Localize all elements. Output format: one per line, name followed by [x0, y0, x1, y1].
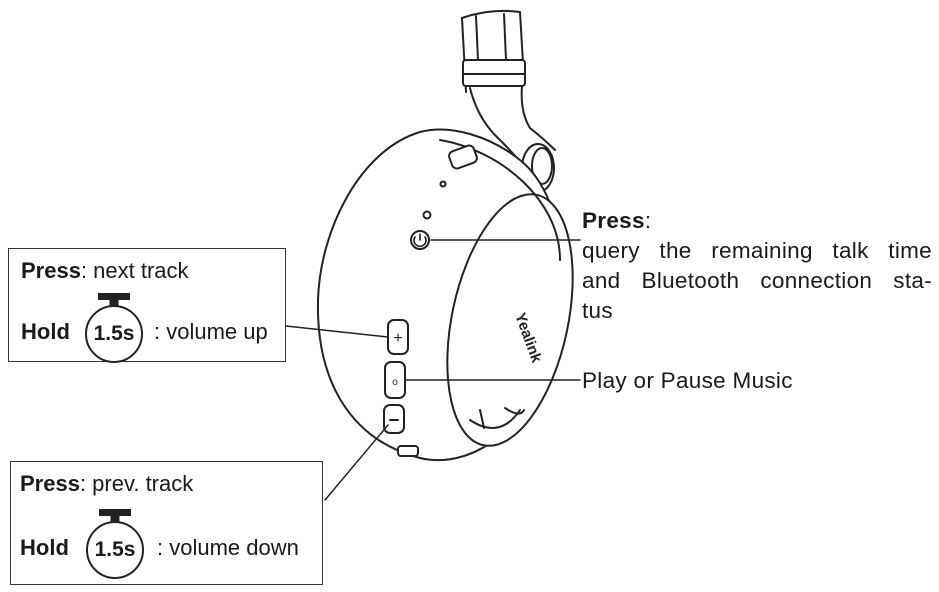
outer-disc: [446, 193, 574, 447]
timer-stem: [110, 516, 120, 522]
power-callout: Press: query the remaining talk time and…: [582, 206, 932, 326]
power-press-label: Press: [582, 208, 645, 233]
power-callout-heading: Press:: [582, 206, 932, 236]
minus-hold-text: Hold: [20, 535, 69, 560]
minus-hold-action-text: : volume down: [157, 535, 299, 560]
svg-text:+: +: [393, 330, 402, 347]
minus-hold-action: : volume down: [157, 537, 299, 559]
minus-press-action: : prev. track: [79, 471, 194, 496]
hold-timer-icon: 1.5s: [86, 509, 144, 581]
hold-timer-icon: 1.5s: [85, 293, 143, 365]
plus-press-line: Press: next track: [21, 260, 189, 282]
plus-press-action: : next track: [80, 258, 189, 283]
minus-hold-label: Hold: [20, 537, 69, 559]
timer-circle: 1.5s: [85, 305, 143, 363]
plus-hold-time: 1.5s: [93, 322, 135, 345]
play-callout-text: Play or Pause Music: [582, 368, 793, 393]
plus-hold-action: : volume up: [154, 321, 268, 343]
plus-hold-text: Hold: [21, 319, 70, 344]
timer-cap: [99, 509, 131, 516]
power-press-colon: :: [644, 208, 652, 233]
plus-hold-action-text: : volume up: [154, 319, 268, 344]
power-callout-line-1: query the remaining talk time: [582, 238, 932, 263]
plus-press-label: Press: [21, 258, 81, 283]
timer-circle: 1.5s: [86, 521, 144, 579]
minus-button-callout-box: Press: prev. track Hold 1.5s : volume do…: [10, 461, 323, 585]
power-callout-line-2: and Bluetooth connection sta-: [582, 268, 932, 293]
svg-text:o: o: [392, 377, 398, 388]
headband: [461, 11, 525, 93]
minus-press-line: Press: prev. track: [20, 473, 193, 495]
power-callout-line-3: tus: [582, 298, 613, 323]
plus-hold-label: Hold: [21, 321, 70, 343]
play-callout: Play or Pause Music: [582, 366, 793, 396]
play-button: [384, 361, 406, 399]
timer-stem: [109, 300, 119, 306]
minus-press-label: Press: [20, 471, 80, 496]
minus-hold-time: 1.5s: [94, 538, 136, 561]
timer-cap: [98, 293, 130, 300]
plus-button-callout-box: Press: next track Hold 1.5s : volume up: [8, 248, 286, 365]
plus-leader: [285, 325, 389, 338]
minus-leader: [324, 424, 389, 501]
